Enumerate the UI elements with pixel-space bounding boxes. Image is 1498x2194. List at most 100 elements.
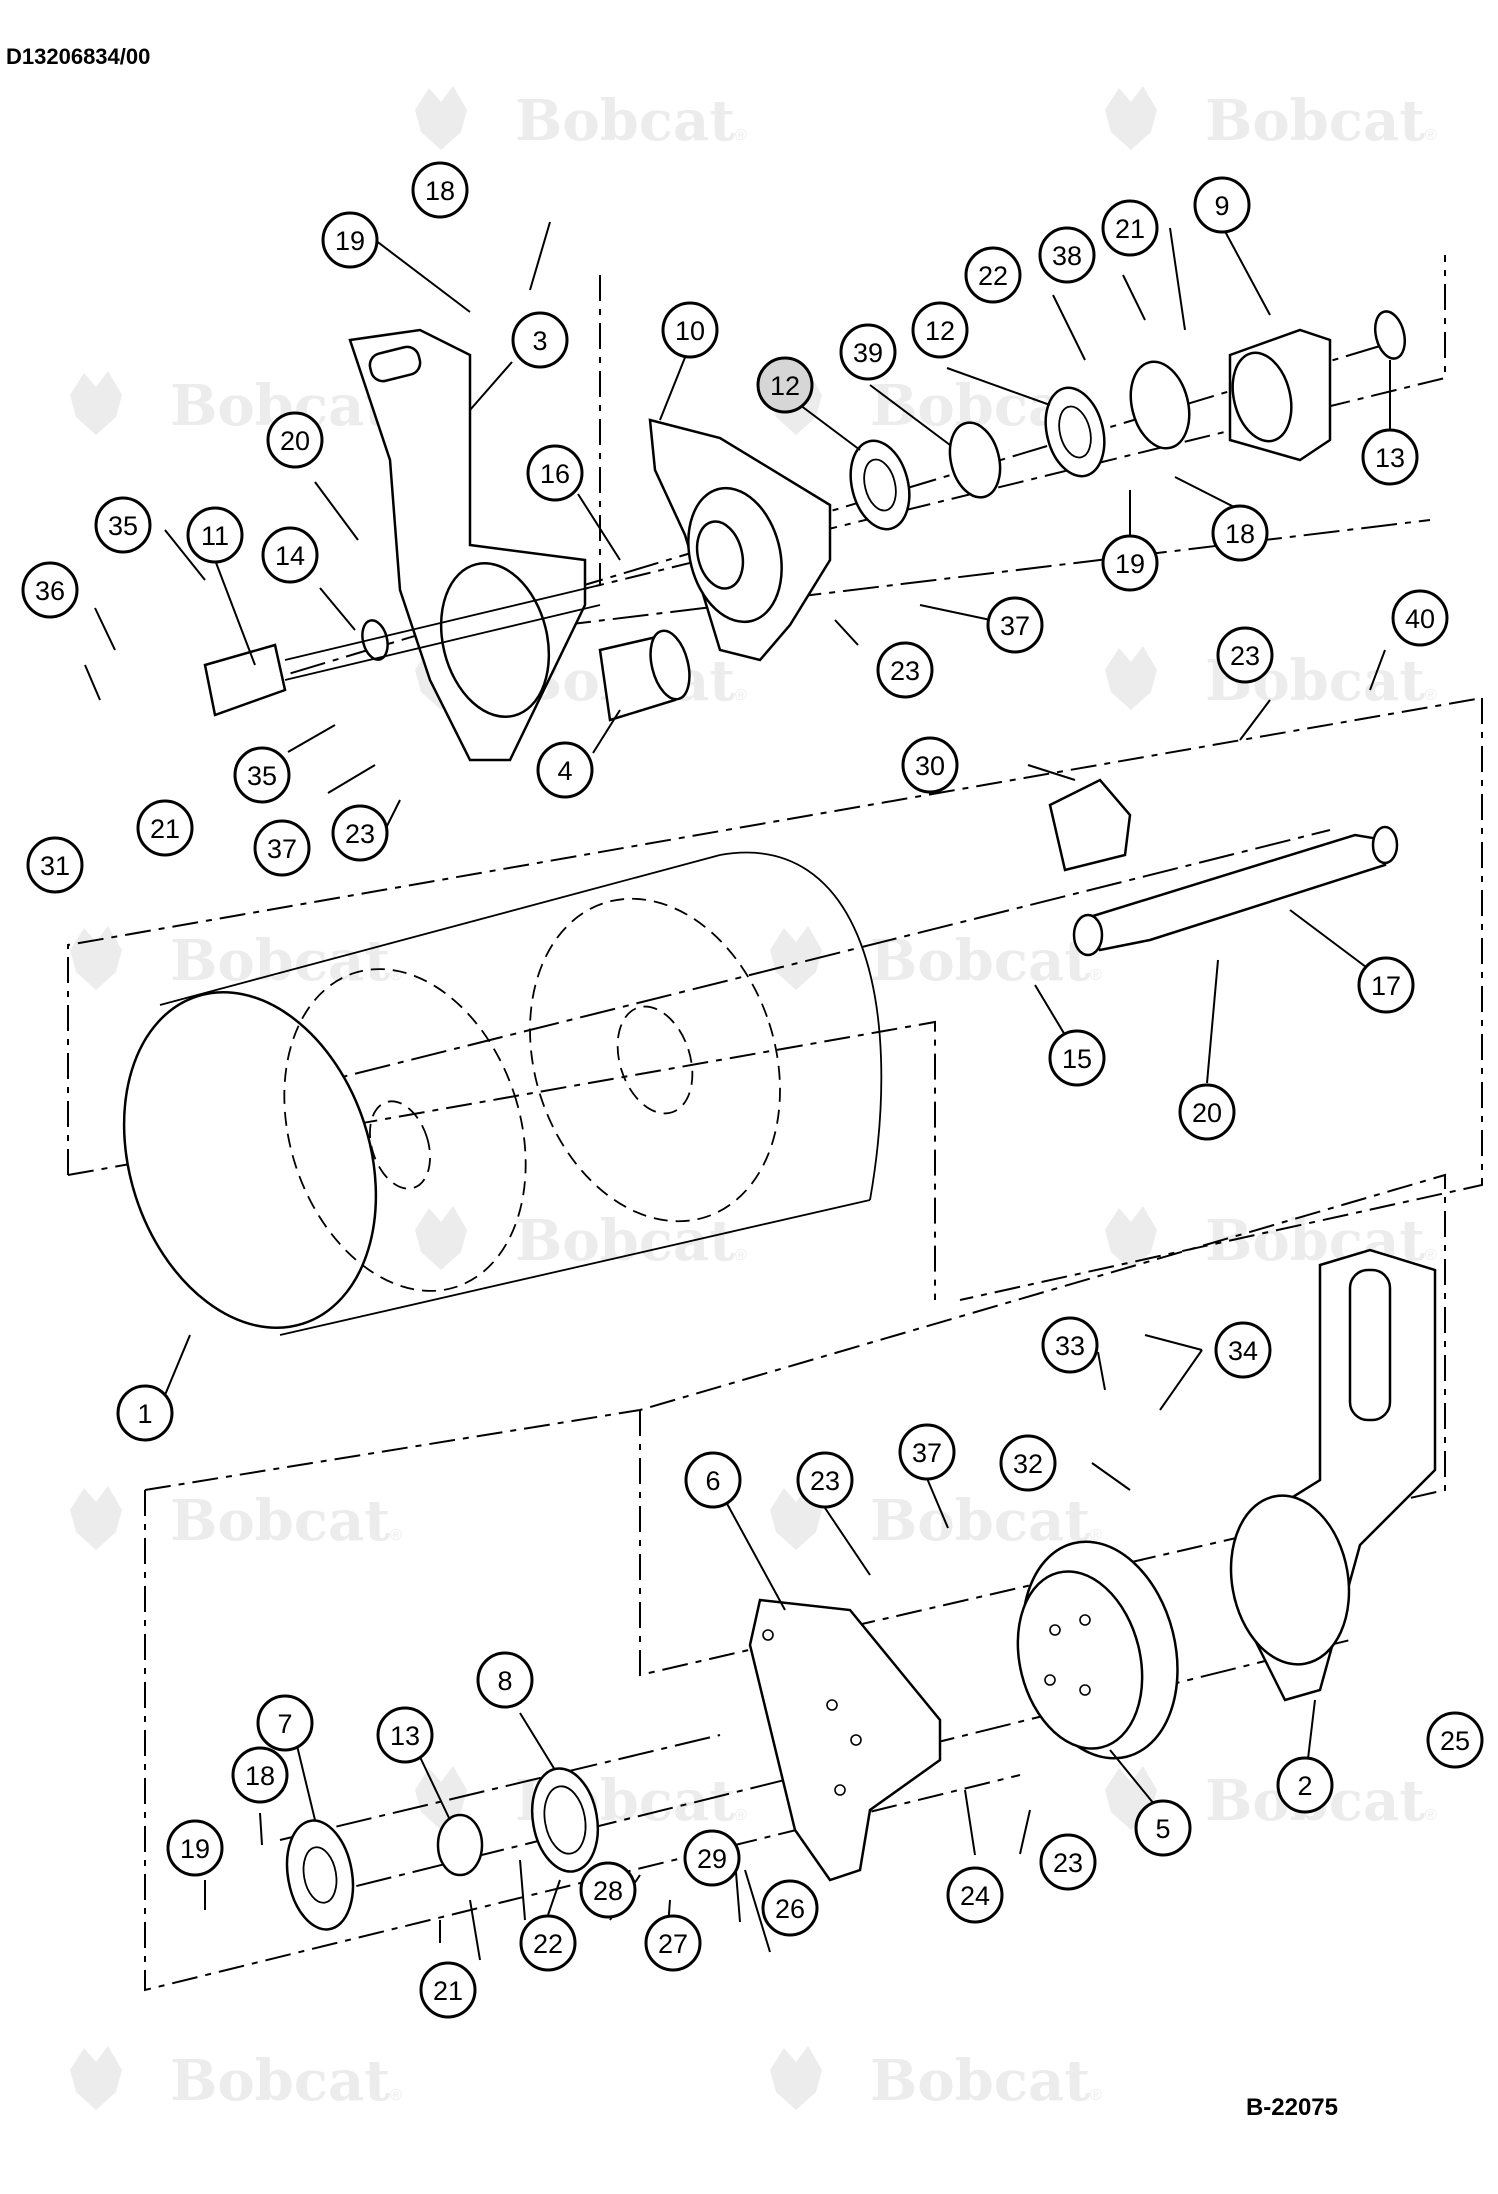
callout-circle (419, 1961, 477, 2019)
callout-circle (661, 301, 719, 359)
callout-37: 37 (253, 819, 311, 877)
callout-circle (1039, 1833, 1097, 1891)
callout-4: 4 (536, 741, 594, 799)
callout-33: 33 (1041, 1316, 1099, 1374)
hub-part-11 (203, 584, 601, 717)
callout-19: 19 (321, 211, 379, 269)
callout-circle (186, 506, 244, 564)
callout-number: 35 (108, 511, 138, 541)
callout-circle (796, 1451, 854, 1509)
callout-circle (1038, 226, 1096, 284)
callout-circle (376, 1706, 434, 1764)
callout-14: 14 (261, 526, 319, 584)
callout-number: 19 (1115, 549, 1145, 579)
plate-part-10 (648, 418, 832, 662)
watermark: Bobcat ® (415, 86, 747, 154)
callout-circle (683, 1829, 741, 1887)
callout-18: 18 (1211, 504, 1269, 562)
watermark-text: Bobcat (170, 1488, 390, 1554)
callout-number: 28 (593, 1876, 623, 1906)
callout-23: 23 (1039, 1833, 1097, 1891)
watermark: Bobcat ® (70, 2046, 402, 2114)
lower-box (144, 1490, 1021, 1992)
ring-part-8 (530, 1767, 600, 1873)
seal-part-13 (436, 1813, 484, 1877)
motor-part-5 (1016, 1540, 1179, 1760)
watermark-mark: ® (1090, 1527, 1102, 1544)
callout-40: 40 (1391, 589, 1449, 647)
watermark-mark: ® (735, 127, 747, 144)
callout-circle (253, 819, 311, 877)
callout-17: 17 (1357, 956, 1415, 1014)
callout-circle (1276, 1756, 1334, 1814)
callout-26: 26 (761, 1879, 819, 1937)
callout-circle (511, 311, 569, 369)
document-id: D13206834/00 (6, 44, 151, 69)
callout-circle (946, 1866, 1004, 1924)
callout-25: 25 (1426, 1711, 1484, 1769)
drum-part-1 (122, 851, 883, 1336)
callout-number: 38 (1052, 241, 1082, 271)
watermark-text: Bobcat (170, 2048, 390, 2114)
callout-number: 16 (540, 459, 570, 489)
callout-number: 23 (890, 656, 920, 686)
drum-box (67, 697, 1483, 1175)
arm-part-17 (1072, 825, 1399, 957)
bobcat-head-icon (415, 86, 467, 150)
callout-number: 1 (137, 1399, 152, 1429)
callout-number: 17 (1371, 971, 1401, 1001)
callout-number: 8 (497, 1666, 512, 1696)
callout-23: 23 (876, 641, 934, 699)
callout-16: 16 (526, 444, 584, 502)
callout-number: 40 (1405, 604, 1435, 634)
callout-number: 27 (658, 1929, 688, 1959)
callout-number: 39 (853, 338, 883, 368)
callout-38: 38 (1038, 226, 1096, 284)
callout-number: 35 (247, 761, 277, 791)
callouts: 1234567891011121213131415161718181819191… (21, 161, 1484, 2019)
callout-circle (266, 411, 324, 469)
callout-number: 7 (277, 1709, 292, 1739)
callout-27: 27 (644, 1914, 702, 1972)
callout-39: 39 (839, 323, 897, 381)
callout-28: 28 (579, 1861, 637, 1919)
watermark-mark: ® (1425, 1807, 1437, 1824)
figure-id: B-22075 (1245, 2094, 1338, 2121)
callout-number: 29 (697, 1844, 727, 1874)
callout-number: 21 (1115, 214, 1145, 244)
watermark: Bobcat ® (1105, 86, 1437, 154)
watermark-text: Bobcat (870, 1488, 1090, 1554)
callout-13: 13 (1361, 428, 1419, 486)
callout-number: 12 (925, 316, 955, 346)
callout-number: 24 (960, 1881, 990, 1911)
callout-number: 34 (1228, 1336, 1258, 1366)
watermark-text: Bobcat (515, 88, 735, 154)
callout-number: 36 (35, 576, 65, 606)
callout-number: 10 (675, 316, 705, 346)
bracket-part-3 (348, 328, 587, 762)
callout-circle (21, 561, 79, 619)
callout-circle (1211, 504, 1269, 562)
callout-3: 3 (511, 311, 569, 369)
callout-21: 21 (1101, 199, 1159, 257)
callout-29: 29 (683, 1829, 741, 1887)
callout-number: 23 (1053, 1848, 1083, 1878)
callout-13: 13 (376, 1706, 434, 1764)
watermark-mark: ® (1425, 127, 1437, 144)
callout-circle (1193, 176, 1251, 234)
bobcat-head-icon (1105, 646, 1157, 710)
watermark-text: Bobcat (170, 928, 390, 994)
callout-circle (233, 746, 291, 804)
plate-part-6 (748, 1598, 942, 1882)
bushing-part-4 (598, 629, 691, 722)
callout-number: 22 (978, 261, 1008, 291)
watermark: Bobcat ® (70, 371, 402, 439)
callout-30: 30 (901, 736, 959, 794)
hub-part-7 (285, 1819, 355, 1931)
callout-number: 19 (180, 1834, 210, 1864)
callout-34: 34 (1214, 1321, 1272, 1379)
drum-box-right (959, 698, 1483, 1301)
watermark: Bobcat ® (770, 926, 1102, 994)
callout-circle (579, 1861, 637, 1919)
